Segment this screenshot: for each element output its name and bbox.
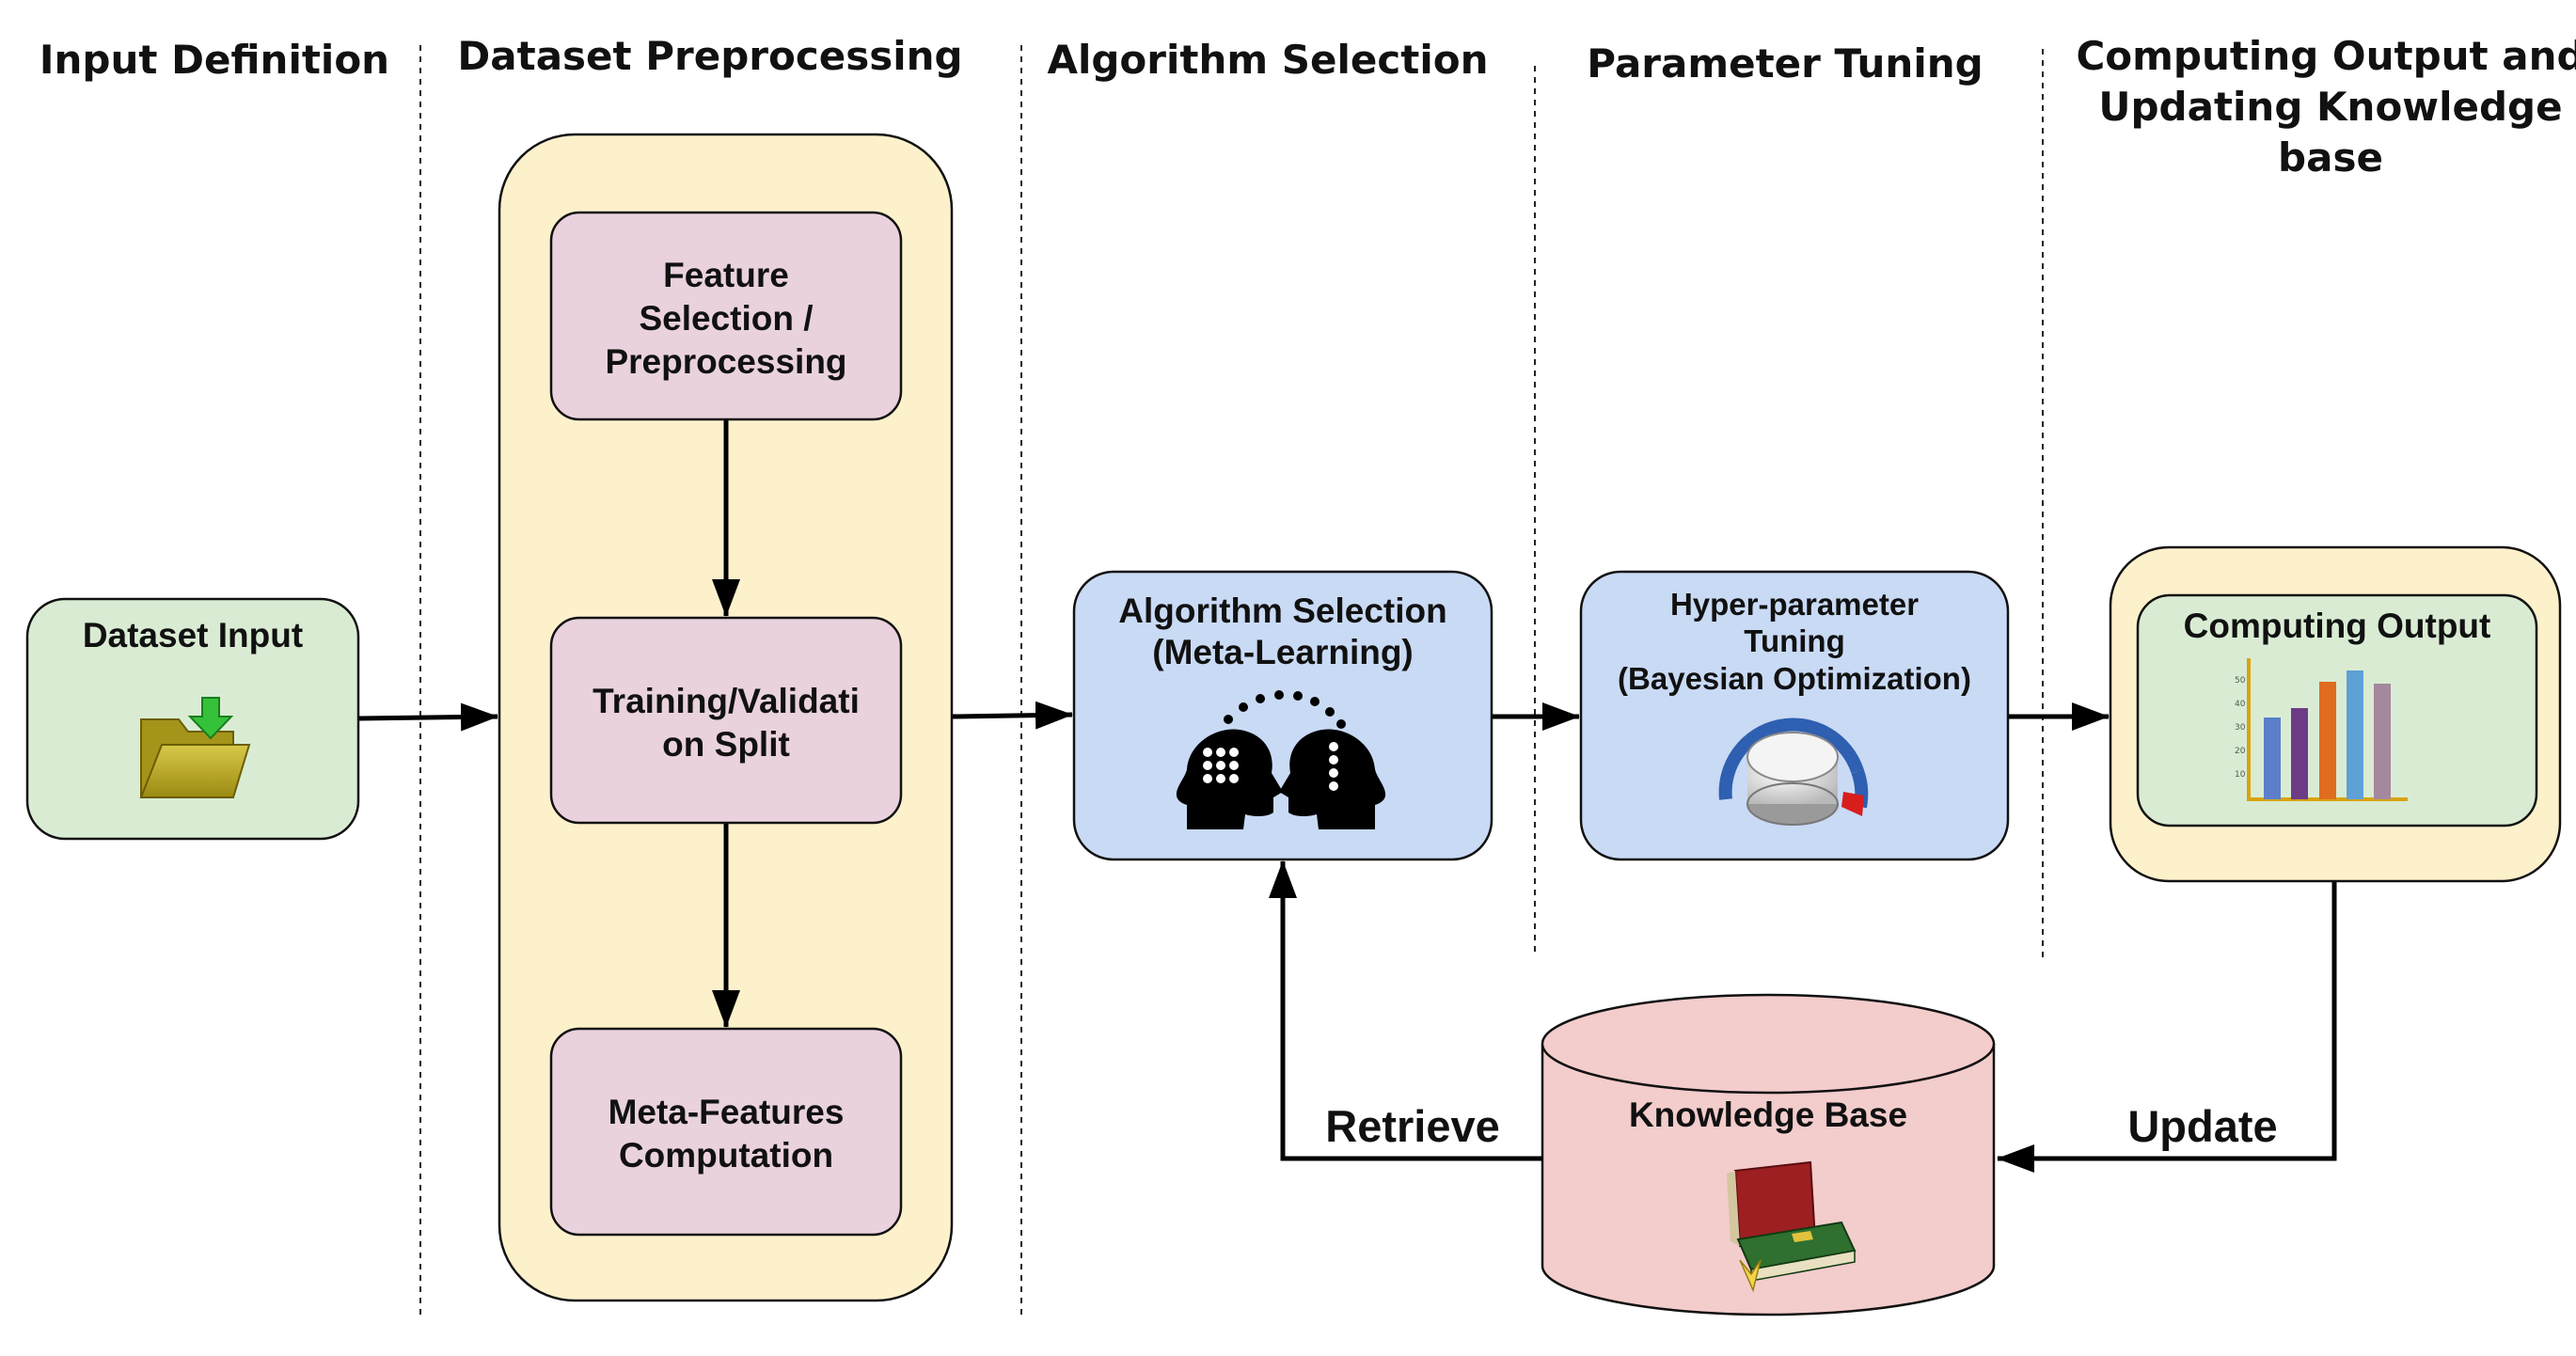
arrow-preprocessing-to-algorithm — [952, 701, 1073, 730]
svg-text:20: 20 — [2235, 747, 2246, 756]
feature-selection-line-2: Selection / — [639, 299, 813, 338]
books-icon — [1727, 1160, 1857, 1293]
dataset-input-label: Dataset Input — [83, 616, 303, 654]
feature-selection-line-1: Feature — [663, 256, 789, 294]
train-split-line-2: on Split — [662, 725, 790, 764]
stage-title-computing-output-3: base — [2278, 134, 2383, 181]
svg-text:50: 50 — [2235, 676, 2246, 686]
hyperparameter-line-3: (Bayesian Optimization) — [1618, 661, 1971, 696]
svg-text:10: 10 — [2235, 770, 2246, 780]
arrow-knowledge-retrieve-algorithm — [1269, 860, 1542, 1161]
algorithm-selection-line-1: Algorithm Selection — [1118, 591, 1446, 630]
stage-title-algorithm-selection: Algorithm Selection — [1047, 37, 1488, 83]
svg-text:40: 40 — [2235, 700, 2246, 709]
dataset-input-box: Dataset Input — [25, 597, 360, 841]
meta-features-line-1: Meta-Features — [608, 1093, 845, 1131]
knob-icon — [1718, 717, 1869, 826]
feature-selection-box: Feature Selection / Preprocessing — [549, 211, 903, 421]
feature-selection-line-3: Preprocessing — [605, 342, 846, 381]
folder-download-icon — [139, 697, 251, 798]
knowledge-base-label: Knowledge Base — [1629, 1096, 1907, 1134]
computing-output-label: Computing Output — [2184, 607, 2491, 645]
hyperparameter-line-1: Hyper-parameter — [1670, 587, 1919, 622]
bar-chart-icon: 50 40 30 20 10 — [2235, 658, 2408, 801]
arrow-output-update-knowledge — [1997, 882, 2337, 1173]
train-validation-split-box: Training/Validati on Split — [549, 616, 903, 825]
update-label: Update — [2127, 1101, 2277, 1151]
hyperparameter-line-2: Tuning — [1744, 623, 1845, 658]
svg-text:30: 30 — [2235, 723, 2246, 733]
algorithm-selection-line-2: (Meta-Learning) — [1152, 633, 1414, 671]
algorithm-selection-box: Algorithm Selection (Meta-Learning) — [1072, 570, 1493, 861]
meta-features-box: Meta-Features Computation — [549, 1027, 903, 1237]
stage-title-parameter-tuning: Parameter Tuning — [1587, 40, 1983, 87]
stage-title-dataset-preprocessing: Dataset Preprocessing — [457, 33, 962, 79]
retrieve-label: Retrieve — [1325, 1101, 1500, 1151]
computing-output-box: Computing Output 50 40 30 20 10 — [2136, 593, 2538, 828]
stage-title-input-definition: Input Definition — [40, 37, 389, 83]
meta-features-line-2: Computation — [619, 1136, 833, 1175]
train-split-line-1: Training/Validati — [593, 682, 860, 720]
stage-title-computing-output-2: Updating Knowledge — [2098, 84, 2562, 130]
arrow-input-to-preprocessing — [358, 702, 498, 732]
knowledge-base-cylinder: Knowledge Base — [1541, 993, 1996, 1317]
two-heads-icon — [1176, 690, 1386, 829]
stage-title-computing-output-1: Computing Output and — [2076, 33, 2576, 79]
hyperparameter-tuning-box: Hyper-parameter Tuning (Bayesian Optimiz… — [1579, 570, 2010, 861]
